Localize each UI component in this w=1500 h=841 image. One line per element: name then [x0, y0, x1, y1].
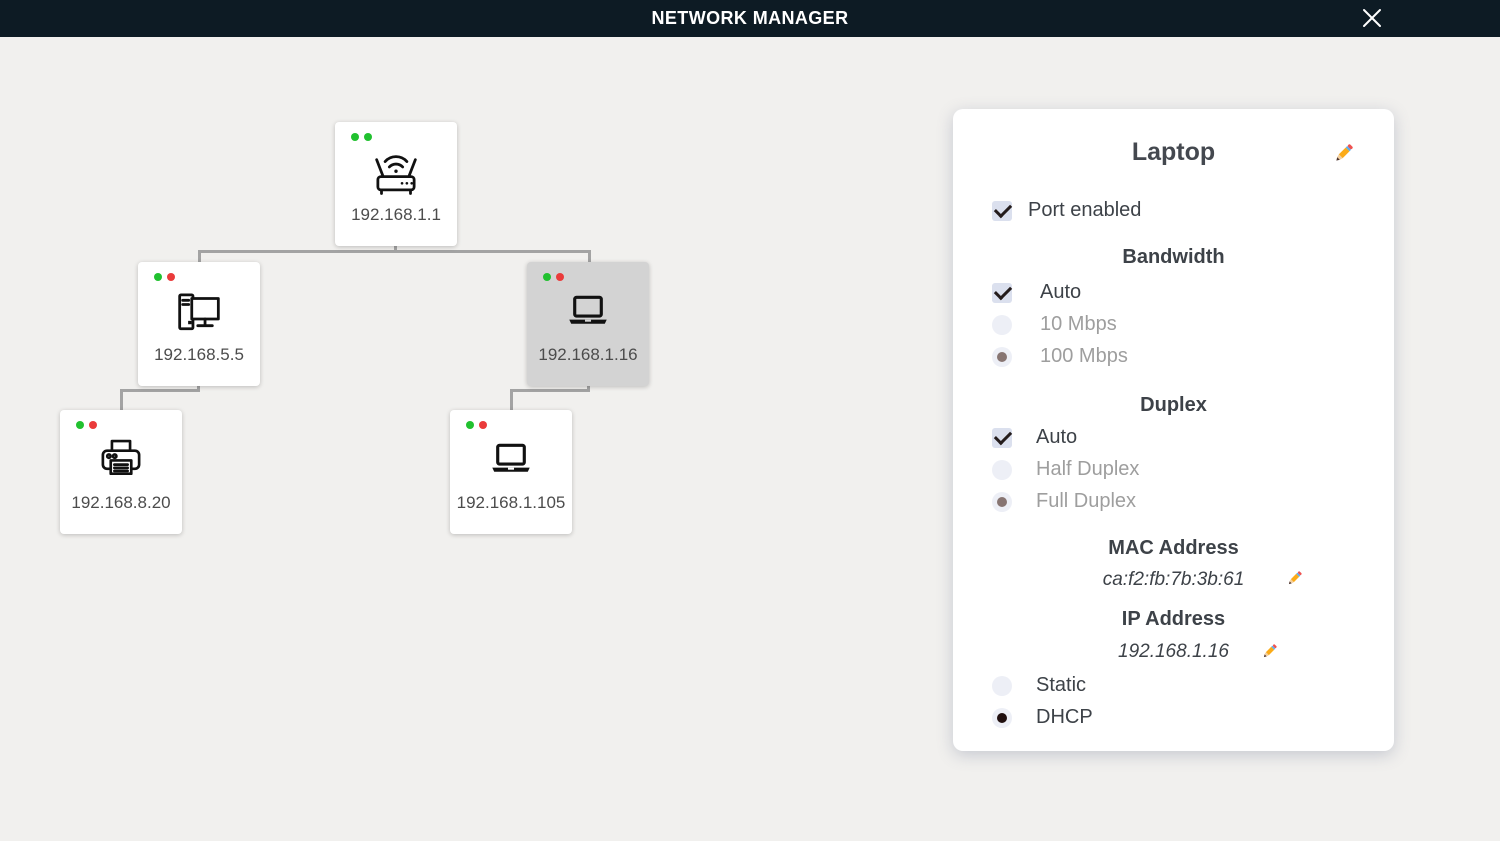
status-dot-green — [154, 273, 162, 281]
node-ip-label: 192.168.5.5 — [154, 345, 244, 364]
status-dot-green — [543, 273, 551, 281]
ip-static-row: Static — [992, 674, 1086, 697]
status-dot-red — [479, 421, 487, 429]
app-title: NETWORK MANAGER — [651, 8, 849, 28]
device-detail-panel: Laptop Port enabled Bandwidth Auto 10 Mb… — [953, 109, 1394, 751]
network-topology-canvas: 192.168.1.1 192.168.5.5 192.168.1 — [0, 37, 1500, 841]
node-ip-label: 192.168.1.105 — [456, 493, 566, 512]
bandwidth-10mbps-label: 10 Mbps — [1040, 313, 1117, 335]
edit-name-pencil-icon[interactable] — [1330, 140, 1357, 167]
connector-line — [587, 385, 590, 391]
edit-ip-pencil-icon[interactable] — [1259, 641, 1280, 662]
mac-address-value: ca:f2:fb:7b:3b:61 — [1102, 569, 1245, 590]
bandwidth-100mbps-row: 100 Mbps — [992, 345, 1128, 368]
bandwidth-heading: Bandwidth — [1122, 246, 1225, 268]
node-router-192-168-1-1[interactable]: 192.168.1.1 — [335, 122, 457, 246]
connector-line — [510, 389, 513, 411]
port-enabled-checkbox[interactable] — [992, 200, 1012, 221]
duplex-half-radio[interactable] — [992, 459, 1012, 480]
connector-line — [198, 250, 591, 253]
printer-icon — [92, 432, 150, 490]
node-printer-192-168-8-20[interactable]: 192.168.8.20 — [60, 410, 182, 534]
ip-dhcp-row: DHCP — [992, 706, 1093, 729]
status-dot-green — [76, 421, 84, 429]
connector-line — [588, 250, 591, 263]
status-dot-red — [167, 273, 175, 281]
duplex-auto-row: Auto — [992, 426, 1077, 449]
node-ip-label: 192.168.8.20 — [71, 493, 171, 512]
port-enabled-label: Port enabled — [1028, 199, 1142, 221]
router-icon — [367, 144, 425, 202]
duplex-auto-label: Auto — [1036, 426, 1078, 448]
connector-line — [198, 250, 201, 263]
laptop-icon — [482, 432, 540, 490]
node-laptop-192-168-1-16-selected[interactable]: 192.168.1.16 — [527, 262, 649, 386]
laptop-icon — [559, 284, 617, 342]
duplex-full-label: Full Duplex — [1036, 490, 1137, 512]
close-icon — [1359, 5, 1385, 34]
node-ip-label: 192.168.1.1 — [351, 205, 441, 224]
node-desktop-192-168-5-5[interactable]: 192.168.5.5 — [138, 262, 260, 386]
ip-dhcp-label: DHCP — [1036, 706, 1093, 728]
status-dot-green — [364, 133, 372, 141]
connector-line — [120, 389, 123, 411]
connector-line — [394, 245, 397, 252]
duplex-auto-checkbox[interactable] — [992, 427, 1012, 448]
duplex-half-label: Half Duplex — [1036, 458, 1140, 480]
ip-address-value: 192.168.1.16 — [1118, 641, 1229, 662]
status-dot-green — [466, 421, 474, 429]
bandwidth-10mbps-radio[interactable] — [992, 314, 1012, 335]
mac-address-heading: MAC Address — [1108, 537, 1239, 559]
bandwidth-100mbps-radio[interactable] — [992, 346, 1012, 367]
duplex-full-radio[interactable] — [992, 491, 1012, 512]
duplex-full-row: Full Duplex — [992, 490, 1136, 513]
app-header: NETWORK MANAGER — [0, 0, 1500, 37]
connector-line — [120, 389, 200, 392]
bandwidth-auto-label: Auto — [1040, 281, 1082, 303]
ip-dhcp-radio[interactable] — [992, 707, 1012, 728]
node-ip-label: 192.168.1.16 — [538, 345, 638, 364]
ip-static-label: Static — [1036, 674, 1087, 696]
duplex-heading: Duplex — [1140, 394, 1207, 416]
bandwidth-auto-checkbox[interactable] — [992, 282, 1012, 303]
ip-address-heading: IP Address — [1121, 608, 1226, 630]
status-dots — [65, 421, 177, 429]
connector-line — [197, 384, 200, 391]
bandwidth-auto-row: Auto — [992, 281, 1081, 304]
close-button[interactable] — [1358, 5, 1386, 33]
port-enabled-row: Port enabled — [992, 199, 1141, 222]
panel-title: Laptop — [1131, 138, 1216, 166]
status-dots — [532, 273, 644, 281]
ip-static-radio[interactable] — [992, 675, 1012, 696]
status-dot-green — [351, 133, 359, 141]
node-laptop-192-168-1-105[interactable]: 192.168.1.105 — [450, 410, 572, 534]
status-dot-red — [556, 273, 564, 281]
status-dot-red — [89, 421, 97, 429]
duplex-half-row: Half Duplex — [992, 458, 1139, 481]
status-dots — [340, 133, 452, 141]
edit-mac-pencil-icon[interactable] — [1284, 568, 1305, 589]
desktop-icon — [170, 284, 228, 342]
connector-line — [510, 389, 590, 392]
status-dots — [455, 421, 567, 429]
bandwidth-10mbps-row: 10 Mbps — [992, 313, 1117, 336]
status-dots — [143, 273, 255, 281]
bandwidth-100mbps-label: 100 Mbps — [1040, 345, 1128, 367]
